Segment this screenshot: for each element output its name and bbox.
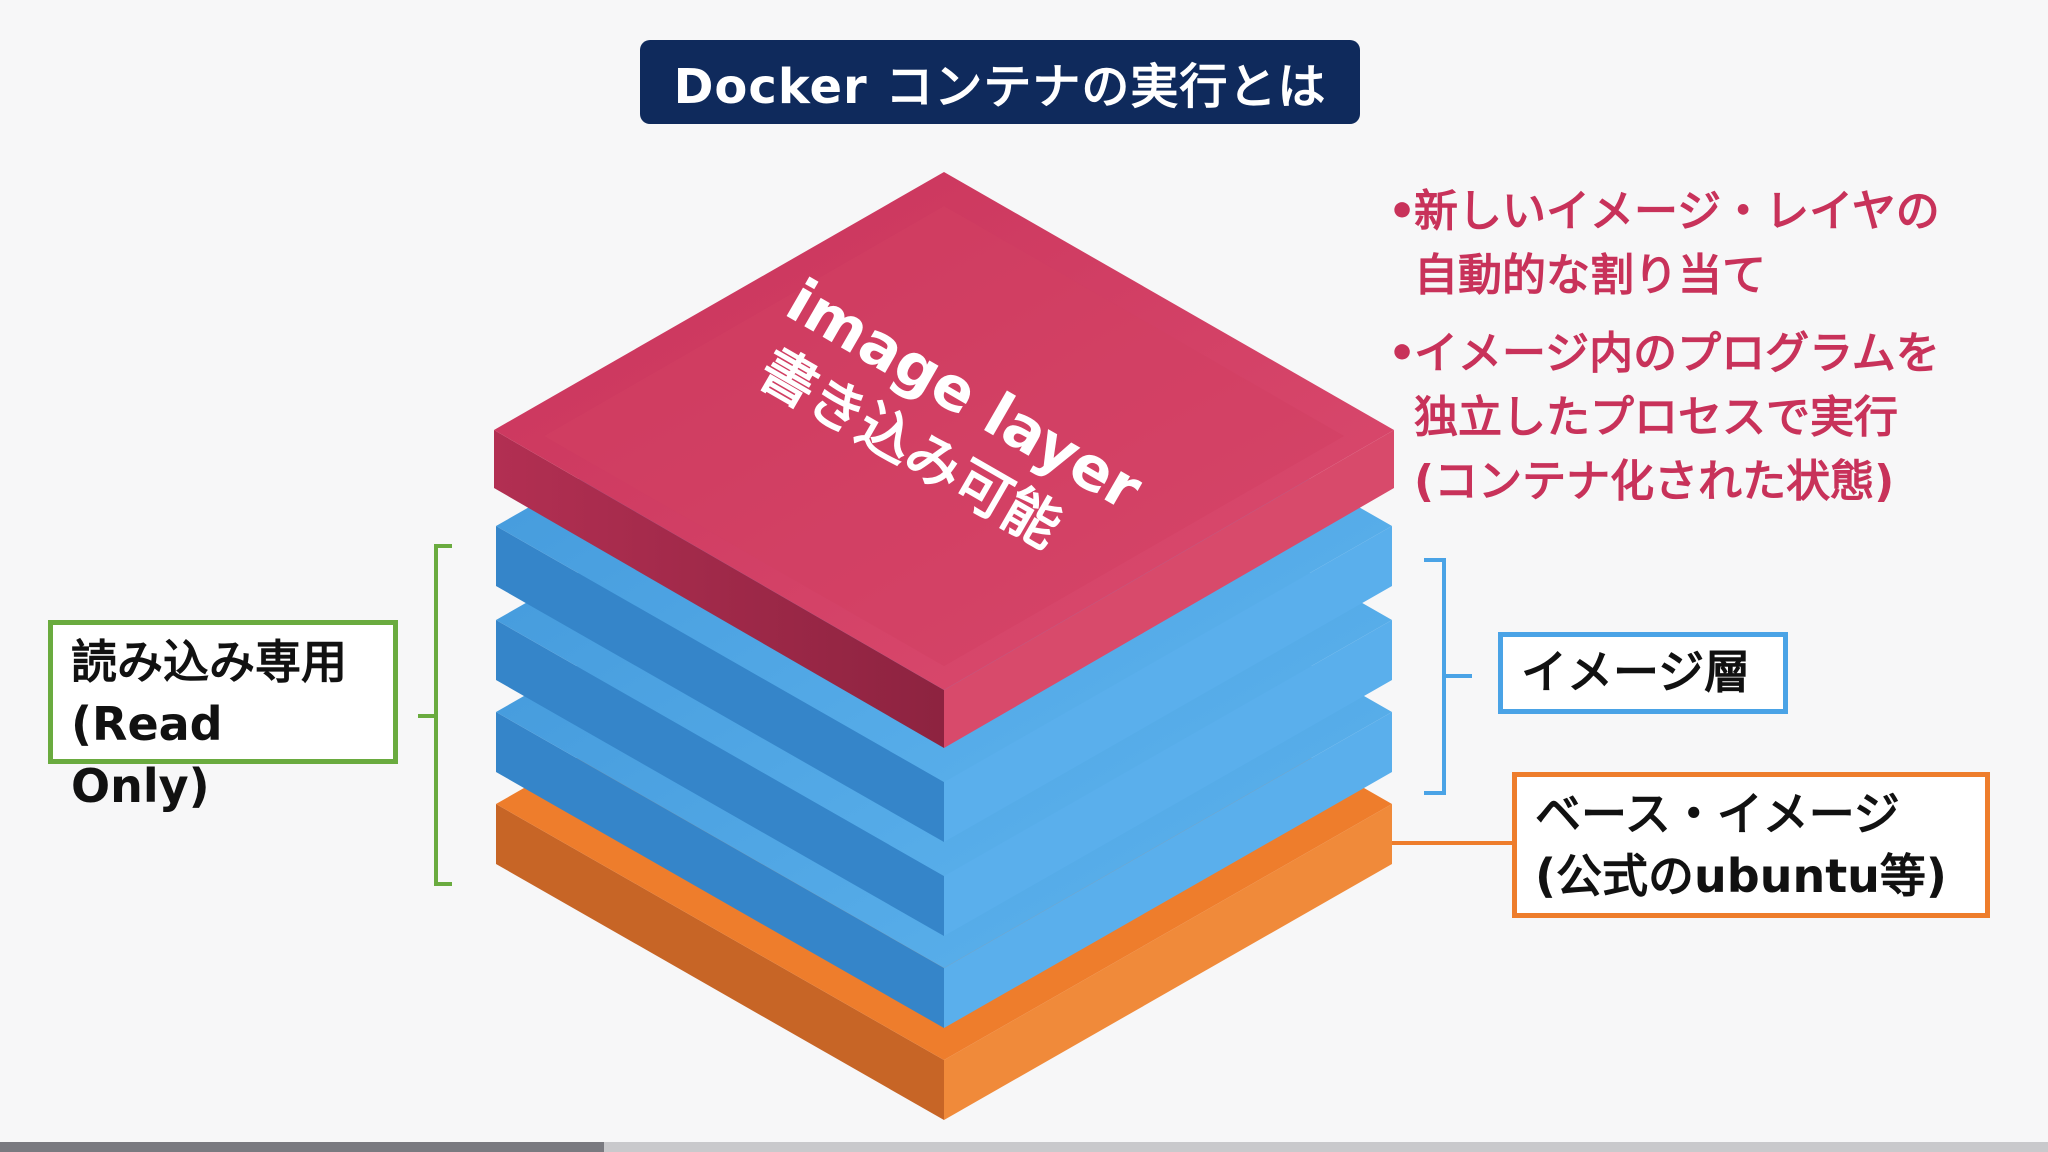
- bullet-line: 独立したプロセスで実行: [1414, 392, 1898, 443]
- bullet-dot: •: [1388, 328, 1417, 379]
- readonly-label-line1: 読み込み専用: [71, 635, 347, 689]
- base-image-label: ベース・イメージ (公式のubuntu等): [1512, 772, 1990, 918]
- image-layer-bracket: [1424, 558, 1472, 795]
- image-layer-label-text: イメージ層: [1521, 645, 1751, 699]
- readonly-label: 読み込み専用 (Read Only): [48, 620, 398, 813]
- writable-top-layer: image layer 書き込み可能: [494, 172, 1394, 748]
- bullet-line: イメージ内のプログラムを: [1414, 328, 1940, 379]
- slide-title: Docker コンテナの実行とは: [640, 40, 1360, 124]
- base-image-label-line1: ベース・イメージ: [1535, 787, 1900, 841]
- slide-title-text: Docker コンテナの実行とは: [673, 59, 1327, 115]
- video-progress-fill: [0, 1142, 605, 1152]
- bullet-line: 新しいイメージ・レイヤの: [1414, 186, 1940, 237]
- bullet-line: (コンテナ化された状態): [1414, 456, 1895, 507]
- bullet-item: • 新しいイメージ・レイヤの 自動的な割り当て: [1388, 180, 2028, 308]
- readonly-bracket: [418, 544, 452, 886]
- readonly-label-line2: (Read Only): [71, 697, 223, 813]
- bullet-item: • イメージ内のプログラムを 独立したプロセスで実行 (コンテナ化された状態): [1388, 322, 2028, 514]
- base-image-label-line2: (公式のubuntu等): [1535, 849, 1947, 903]
- bullet-line: 自動的な割り当て: [1414, 250, 1766, 301]
- video-progress-bar[interactable]: [0, 1142, 2048, 1152]
- feature-bullets: • 新しいイメージ・レイヤの 自動的な割り当て • イメージ内のプログラムを 独…: [1388, 180, 2028, 528]
- image-layer-label: イメージ層: [1498, 632, 1788, 714]
- bullet-dot: •: [1388, 186, 1417, 237]
